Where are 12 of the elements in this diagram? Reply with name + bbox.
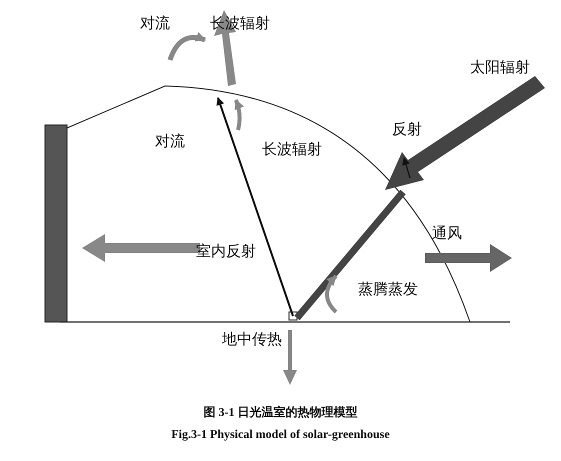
caption: Fig.3-1 Physical model of solar-greenhouse — [170, 427, 391, 442]
caption: 图 3-1 日光温室的热物理模型 — [202, 404, 358, 421]
label: 室内反射 — [196, 242, 256, 261]
label: 长波辐射 — [210, 14, 270, 33]
label: 长波辐射 — [262, 140, 322, 159]
label: 地中传热 — [222, 330, 282, 349]
label: 对流 — [140, 14, 170, 33]
label: 蒸腾蒸发 — [358, 280, 418, 299]
label: 对流 — [155, 132, 185, 151]
label: 反射 — [392, 120, 422, 139]
label: 太阳辐射 — [470, 58, 530, 77]
label: 通风 — [432, 224, 462, 243]
